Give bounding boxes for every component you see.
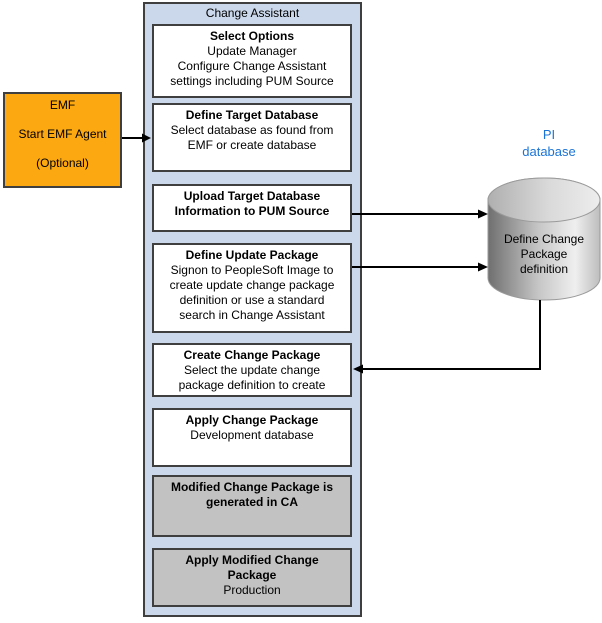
step-title: Create Change Package (183, 348, 321, 362)
step-body: Development database (190, 428, 314, 442)
step-define-update-package: Define Update Package Signon to PeopleSo… (152, 243, 352, 333)
step-create-change-package: Create Change Package Select the update … (152, 343, 352, 397)
emf-box: EMF Start EMF Agent (Optional) (3, 92, 122, 188)
step-define-target-database: Define Target Database Select database a… (152, 103, 352, 172)
emf-title: EMF (49, 98, 76, 112)
step-apply-change-package: Apply Change Package Development databas… (152, 408, 352, 467)
change-assistant-title: Change Assistant (205, 6, 300, 20)
arrow-upload-to-pi-database (352, 209, 488, 219)
emf-line-start-agent: Start EMF Agent (18, 127, 107, 141)
change-assistant-container: Change Assistant Select Options Update M… (143, 2, 362, 617)
step-title: Select Options (209, 29, 295, 43)
step-body: Production (223, 583, 281, 597)
step-title: Apply Change Package (185, 413, 319, 427)
arrow-pi-database-to-create-change-package (353, 300, 541, 374)
step-title: Define Target Database (185, 108, 319, 122)
emf-line-optional: (Optional) (36, 156, 89, 170)
arrow-define-update-to-pi-database (352, 262, 488, 272)
step-title: Define Update Package (185, 248, 319, 262)
